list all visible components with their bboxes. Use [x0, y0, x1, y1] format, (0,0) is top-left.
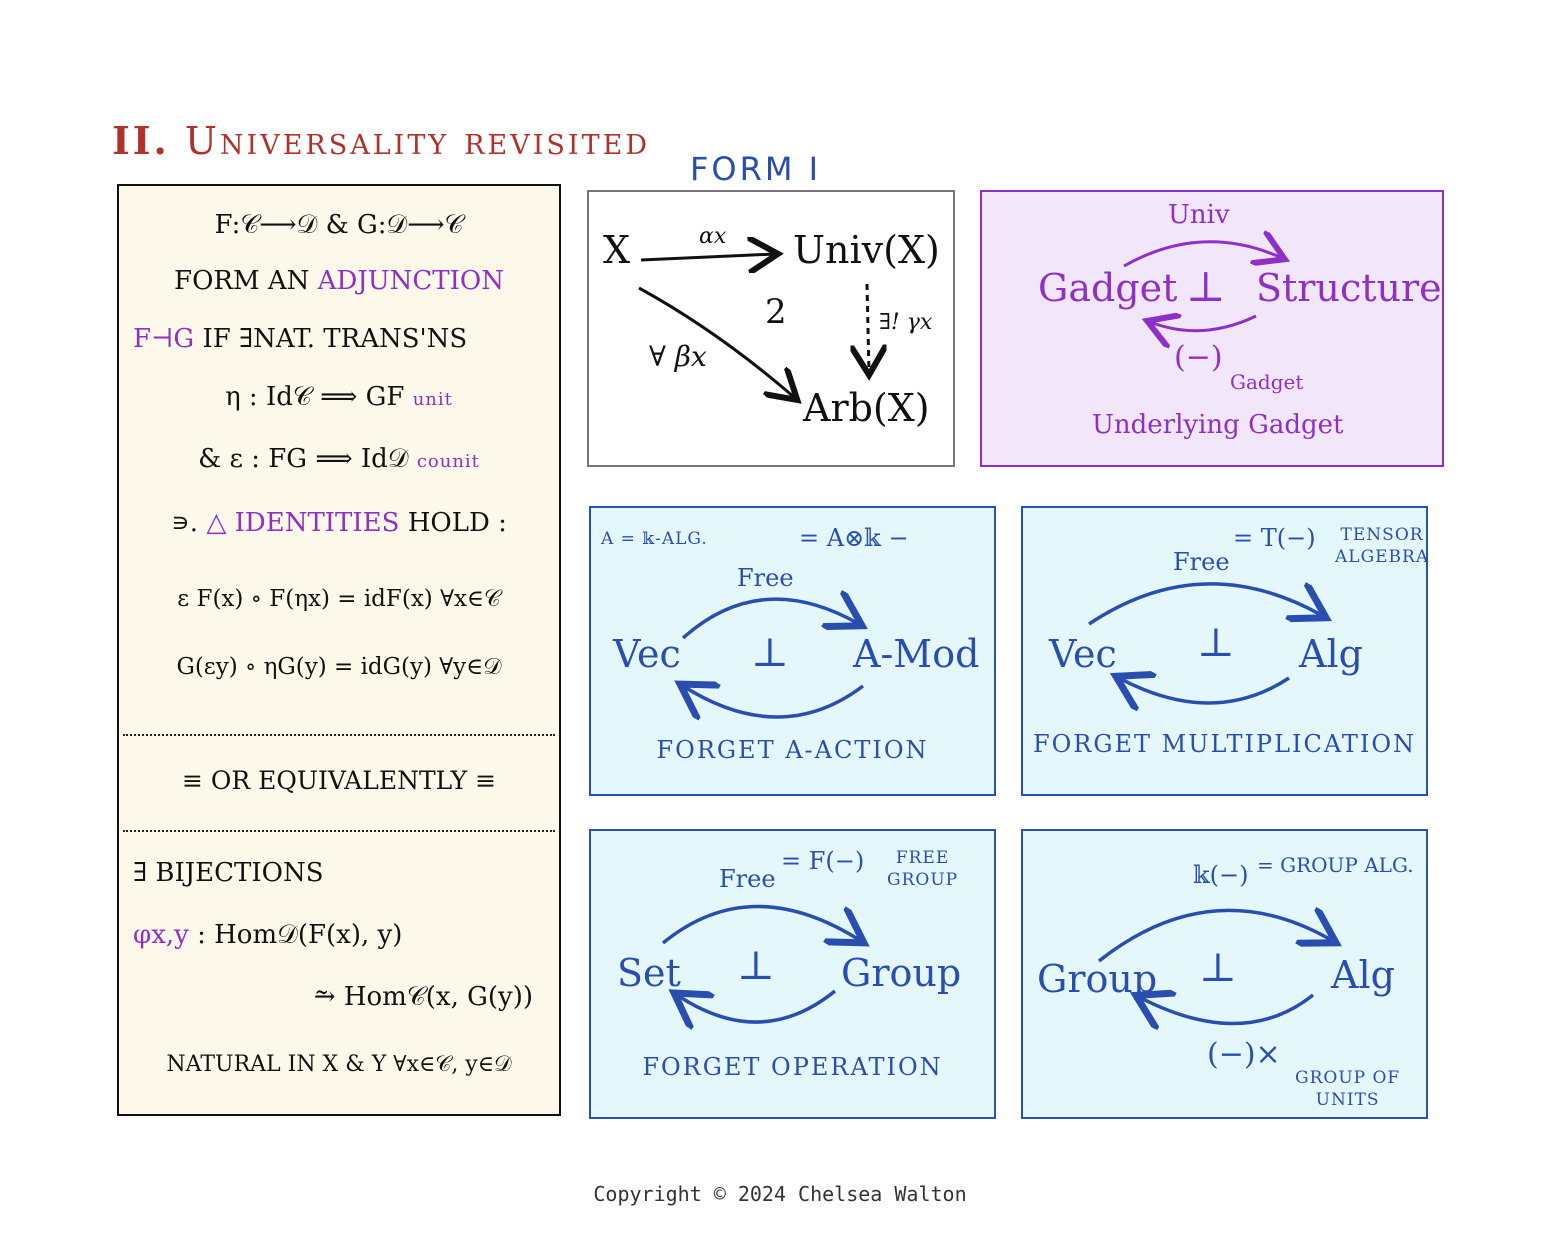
example-4-arrows: [1097, 831, 1430, 1121]
commute-symbol: 2: [765, 292, 787, 332]
example-vec-alg: Free = T(−) TENSOR ALGEBRA Vec ⊥ Alg FOR…: [1021, 506, 1428, 796]
counit-line: & ε : FG ⟹ Id𝒟 counit: [198, 444, 480, 474]
nat-trans-line: F⊣G IF ∃NAT. TRANS'NS: [133, 324, 468, 354]
ex3-top-label: Free: [719, 865, 776, 893]
gamma-arrow: [867, 283, 869, 372]
alpha-arrow: [640, 254, 775, 260]
example-1-arrows: [591, 508, 998, 798]
example-vec-amod: A = 𝕜-ALG. Free = A⊗𝕜 − Vec ⊥ A-Mod FORG…: [589, 506, 996, 796]
gadget-structure-panel: Univ Gadget ⊥ Structure (−) Gadget Under…: [980, 190, 1444, 467]
ex2-note: TENSOR ALGEBRA: [1335, 525, 1430, 567]
form-one-diagram: X Univ(X) Arb(X) αx ∀ βx ∃! γx 2: [587, 190, 955, 467]
identity-eq-1: ε F(x) ∘ F(ηx) = idF(x) ∀x∈𝒞: [177, 586, 501, 612]
node-univ: Univ(X): [793, 228, 940, 272]
gamma-label: ∃! γx: [879, 310, 933, 335]
form-one-label: FORM I: [690, 150, 822, 188]
alpha-label: αx: [699, 224, 727, 249]
divider-top: [123, 734, 555, 736]
ex4-note: GROUP OF UNITS: [1295, 1068, 1401, 1110]
ex2-top-label: Free: [1173, 548, 1230, 576]
univ-label: Univ: [1168, 200, 1230, 230]
definition-panel: F:𝒞⟶𝒟 & G:𝒟⟶𝒞 FORM AN ADJUNCTION F⊣G IF …: [117, 184, 561, 1116]
underlying-symbol: (−): [1174, 340, 1223, 375]
hom-line-2: ⥲ Hom𝒞(x, G(y)): [313, 982, 533, 1012]
divider-bottom: [123, 830, 555, 832]
underlying-caption: Underlying Gadget: [1092, 410, 1344, 440]
copyright-notice: Copyright © 2024 Chelsea Walton: [593, 1182, 967, 1206]
ex4-right-node: Alg: [1331, 953, 1395, 997]
functors-line: F:𝒞⟶𝒟 & G:𝒟⟶𝒞: [214, 210, 464, 240]
ex1-corner-note: A = 𝕜-ALG.: [601, 529, 708, 549]
ex1-perp: ⊥: [751, 630, 789, 676]
form-one-arrows: [638, 192, 957, 469]
ex4-top-label: 𝕜(−): [1193, 861, 1249, 889]
bijections-line: ∃ BIJECTIONS: [133, 858, 324, 888]
adjunction-line: FORM AN ADJUNCTION: [174, 266, 504, 296]
equivalently-line: ≡ OR EQUIVALENTLY ≡: [181, 766, 497, 795]
page-title: II. Universality revisited: [112, 118, 650, 163]
ex2-perp: ⊥: [1197, 620, 1235, 666]
example-group-alg: 𝕜(−) = GROUP ALG. Group ⊥ Alg (−)× GROUP…: [1021, 829, 1428, 1119]
unit-line: η : Id𝒞 ⟹ GF unit: [225, 382, 453, 412]
triangle-identities-line: ∍. △ IDENTITIES HOLD :: [171, 508, 507, 538]
example-set-group: Free = F(−) FREE GROUP Set ⊥ Group FORGE…: [589, 829, 996, 1119]
beta-arrow: [638, 286, 795, 398]
hom-line-1: φx,y : Hom𝒟(F(x), y): [133, 920, 403, 950]
ex2-top-eq: = T(−): [1233, 524, 1316, 552]
example-2-arrows: [1088, 582, 1430, 798]
ex3-left-node: Set: [617, 951, 681, 995]
ex1-top-label: Free: [737, 564, 794, 592]
ex1-top-eq: = A⊗𝕜 −: [799, 524, 909, 552]
naturality-line: NATURAL IN X & Y ∀x∈𝒞, y∈𝒟: [166, 1052, 512, 1077]
identity-eq-2: G(εy) ∘ ηG(y) = idG(y) ∀y∈𝒟: [176, 654, 502, 680]
underlying-subscript: Gadget: [1230, 370, 1304, 394]
ex3-caption: FORGET OPERATION: [642, 1053, 943, 1081]
node-arb: Arb(X): [803, 386, 930, 430]
ex2-left-node: Vec: [1049, 632, 1117, 676]
ex2-caption: FORGET MULTIPLICATION: [1032, 730, 1417, 758]
ex3-right-node: Group: [841, 951, 962, 995]
ex4-left-node: Group: [1037, 957, 1158, 1001]
ex1-right-node: A-Mod: [853, 632, 980, 676]
ex4-perp: ⊥: [1199, 945, 1237, 991]
ex3-note: FREE GROUP: [887, 848, 959, 890]
ex4-bottom-label: (−)×: [1207, 1037, 1281, 1072]
ex3-perp: ⊥: [737, 943, 775, 989]
ex4-top-eq: = GROUP ALG.: [1257, 853, 1414, 877]
beta-label: ∀ βx: [649, 340, 707, 373]
example-3-arrows: [661, 904, 998, 1121]
node-x: X: [603, 228, 631, 272]
gadget-node: Gadget: [1038, 266, 1178, 310]
ex2-right-node: Alg: [1299, 632, 1363, 676]
structure-node: Structure: [1256, 266, 1442, 310]
gadget-perp: ⊥: [1186, 262, 1226, 311]
gadget-arrows: [1123, 192, 1446, 469]
ex3-top-eq: = F(−): [781, 847, 865, 875]
ex1-left-node: Vec: [613, 632, 681, 676]
ex1-caption: FORGET A-ACTION: [656, 736, 929, 764]
